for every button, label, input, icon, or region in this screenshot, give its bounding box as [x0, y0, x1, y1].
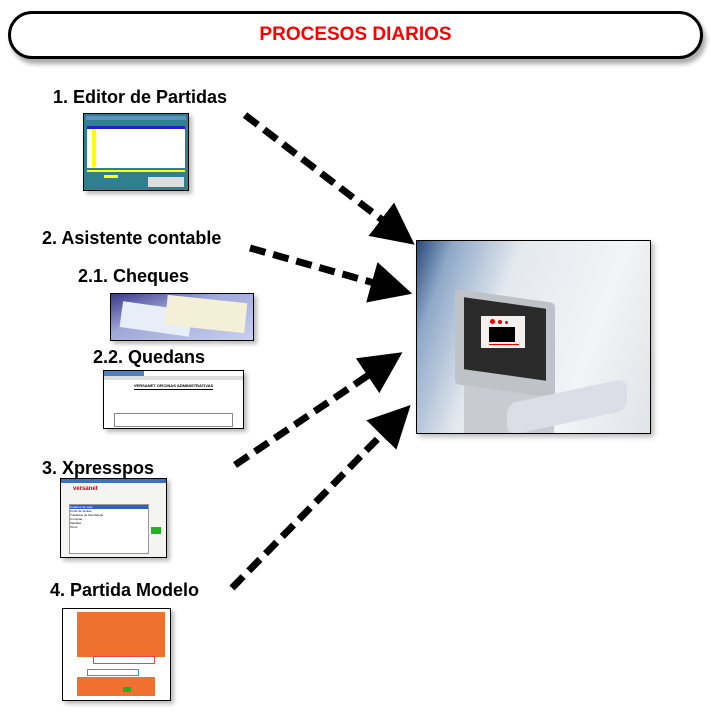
list-item: Compras: [70, 517, 83, 521]
list-item: Corte de Ventas: [70, 509, 92, 513]
computer-image: [416, 240, 651, 434]
list-item: Cuadres de Caja: [70, 505, 148, 509]
train-logo-icon: [481, 316, 525, 348]
xpresspos-brand: versanet: [73, 486, 98, 492]
label-quedans: 2.2. Quedans: [93, 347, 206, 367]
cheques-thumbnail: [110, 293, 254, 341]
arrow-2: [249, 244, 413, 303]
label-asistente-contable: 2. Asistente contable: [42, 228, 222, 248]
editor-partidas-thumbnail: [83, 113, 189, 191]
quedans-header: VERSANET OFICINAS ADMINISTRATIVAS: [133, 383, 214, 388]
arrow-3: [233, 352, 403, 468]
title-banner: PROCESOS DIARIOS: [8, 11, 703, 59]
label-editor-partidas: 1. Editor de Partidas: [53, 87, 228, 107]
page-title: PROCESOS DIARIOS: [259, 24, 452, 45]
list-item: Otros: [70, 525, 78, 529]
list-item: Planillas: [70, 521, 82, 525]
label-xpresspos: 3. Xpresspos: [42, 458, 155, 478]
label-partida-modelo: 4. Partida Modelo: [50, 580, 200, 600]
label-cheques: 2.1. Cheques: [78, 266, 190, 286]
quedans-thumbnail: VERSANET OFICINAS ADMINISTRATIVAS: [103, 370, 244, 429]
partida-modelo-thumbnail: [62, 608, 171, 701]
arrow-4: [229, 404, 411, 591]
arrow-1: [242, 112, 415, 245]
xpresspos-thumbnail: versanet Cuadres de Caja Corte de Ventas…: [60, 478, 167, 558]
list-item: Traslados de Mercaderia: [70, 513, 104, 517]
